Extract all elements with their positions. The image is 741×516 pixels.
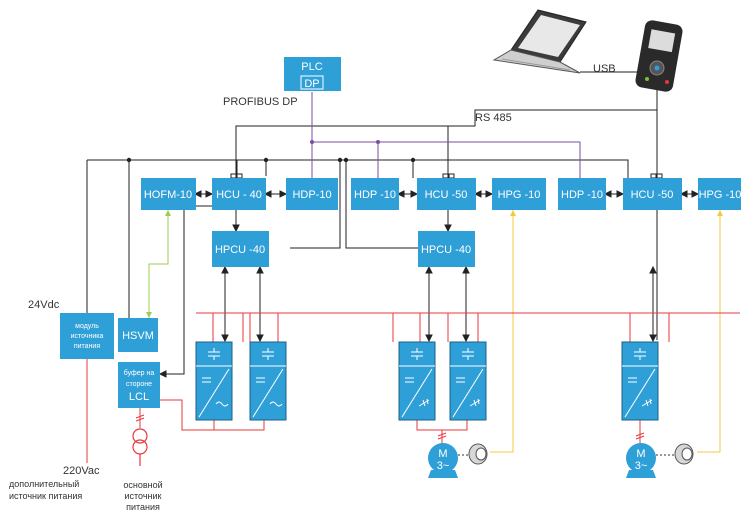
motor-icon: M 3~ [428,443,458,478]
svg-text:M: M [636,448,645,460]
optical-link [148,210,169,318]
laptop-icon [492,9,587,74]
svg-text:HPCU -40: HPCU -40 [421,244,471,256]
power-cell-icon [398,341,436,421]
transformer-icon [132,428,148,466]
svg-text:HCU - 40: HCU - 40 [216,189,262,201]
vac220-label: 220Vac [63,465,100,477]
svg-text:HDP -10: HDP -10 [354,189,396,201]
vdc24-label: 24Vdc [28,299,60,311]
power-cell-icon [449,341,487,421]
plc-title: PLC [301,61,322,73]
svg-text:стороне: стороне [126,381,152,388]
module-hdp-10-a: HDP-10 [286,178,338,210]
svg-text:LCL: LCL [129,391,149,403]
profibus-lines [311,92,581,178]
optical-arrows [146,210,171,318]
module-hpcu-40-a: HPCU -40 [212,231,269,267]
module-hdp-10-c: HDP -10 [558,178,606,210]
motor-2: M 3~ [626,443,694,478]
motor-icon: M 3~ [626,443,656,478]
connector-stubs [230,173,663,179]
svg-text:буфер на: буфер на [124,369,155,377]
module-hpg-10-b: HPG -10 [698,178,741,210]
svg-text:HCU -50: HCU -50 [631,189,674,201]
power-cell-icon [621,341,659,421]
module-hpg-10-a: HPG -10 [492,178,546,210]
main-supply-label-1: основной [123,480,162,490]
encoder-arrows [510,210,723,216]
module-hcu-40: HCU - 40 [212,178,266,210]
power-lines [86,312,740,463]
profibus-label: PROFIBUS DP [223,96,298,108]
svg-text:HOFM-10: HOFM-10 [144,189,192,201]
module-hcu-50-a: HCU -50 [417,178,476,210]
power-cells [195,341,659,421]
svg-text:HSVM: HSVM [122,330,154,342]
power-cell-icon [249,341,287,421]
module-hpcu-40-b: HPCU -40 [418,231,475,267]
bus-lines [86,71,658,375]
encoder-icon [468,443,488,465]
svg-text:M: M [438,448,447,460]
module-hdp-10-b: HDP -10 [351,178,399,210]
svg-text:3~: 3~ [437,460,450,472]
encoder-icon [674,443,694,465]
svg-text:модуль: модуль [75,323,99,330]
module-hcu-50-b: HCU -50 [623,178,682,210]
plc-block: PLC DP [284,57,341,91]
module-power-supply: модуль источника питания [60,313,114,359]
encoder-lines [490,210,721,453]
main-supply-label-2: источник [125,491,162,501]
module-hsvm: HSVM [118,318,158,352]
profibus-nodes [310,140,380,144]
dp-port-label: DP [304,78,319,90]
svg-text:HDP-10: HDP-10 [292,189,331,201]
module-lcl-buffer: буфер на стороне LCL [118,362,160,408]
svg-text:3~: 3~ [635,460,648,472]
power-cell-icon [195,341,233,421]
svg-text:HPCU -40: HPCU -40 [215,244,265,256]
aux-supply-label-2: источник питания [9,491,82,501]
svg-text:источника: источника [71,333,104,340]
svg-text:HPG -10: HPG -10 [498,189,541,201]
keypad-icon [635,20,683,92]
power-hatch [135,414,645,440]
aux-supply-label-1: дополнительный [9,479,79,489]
signal-arrows [158,190,700,378]
usb-label: USB [593,63,616,75]
dp-port [300,75,324,90]
svg-text:HCU -50: HCU -50 [425,189,468,201]
svg-text:питания: питания [74,343,100,350]
motor-1: M 3~ [428,443,488,478]
rs485-label: RS 485 [475,112,512,124]
bus-junctions [126,157,416,163]
module-hofm-10: HOFM-10 [141,178,196,210]
svg-text:HPG -10: HPG -10 [699,189,741,201]
main-supply-label-3: питания [126,502,160,512]
svg-text:HDP -10: HDP -10 [561,189,603,201]
